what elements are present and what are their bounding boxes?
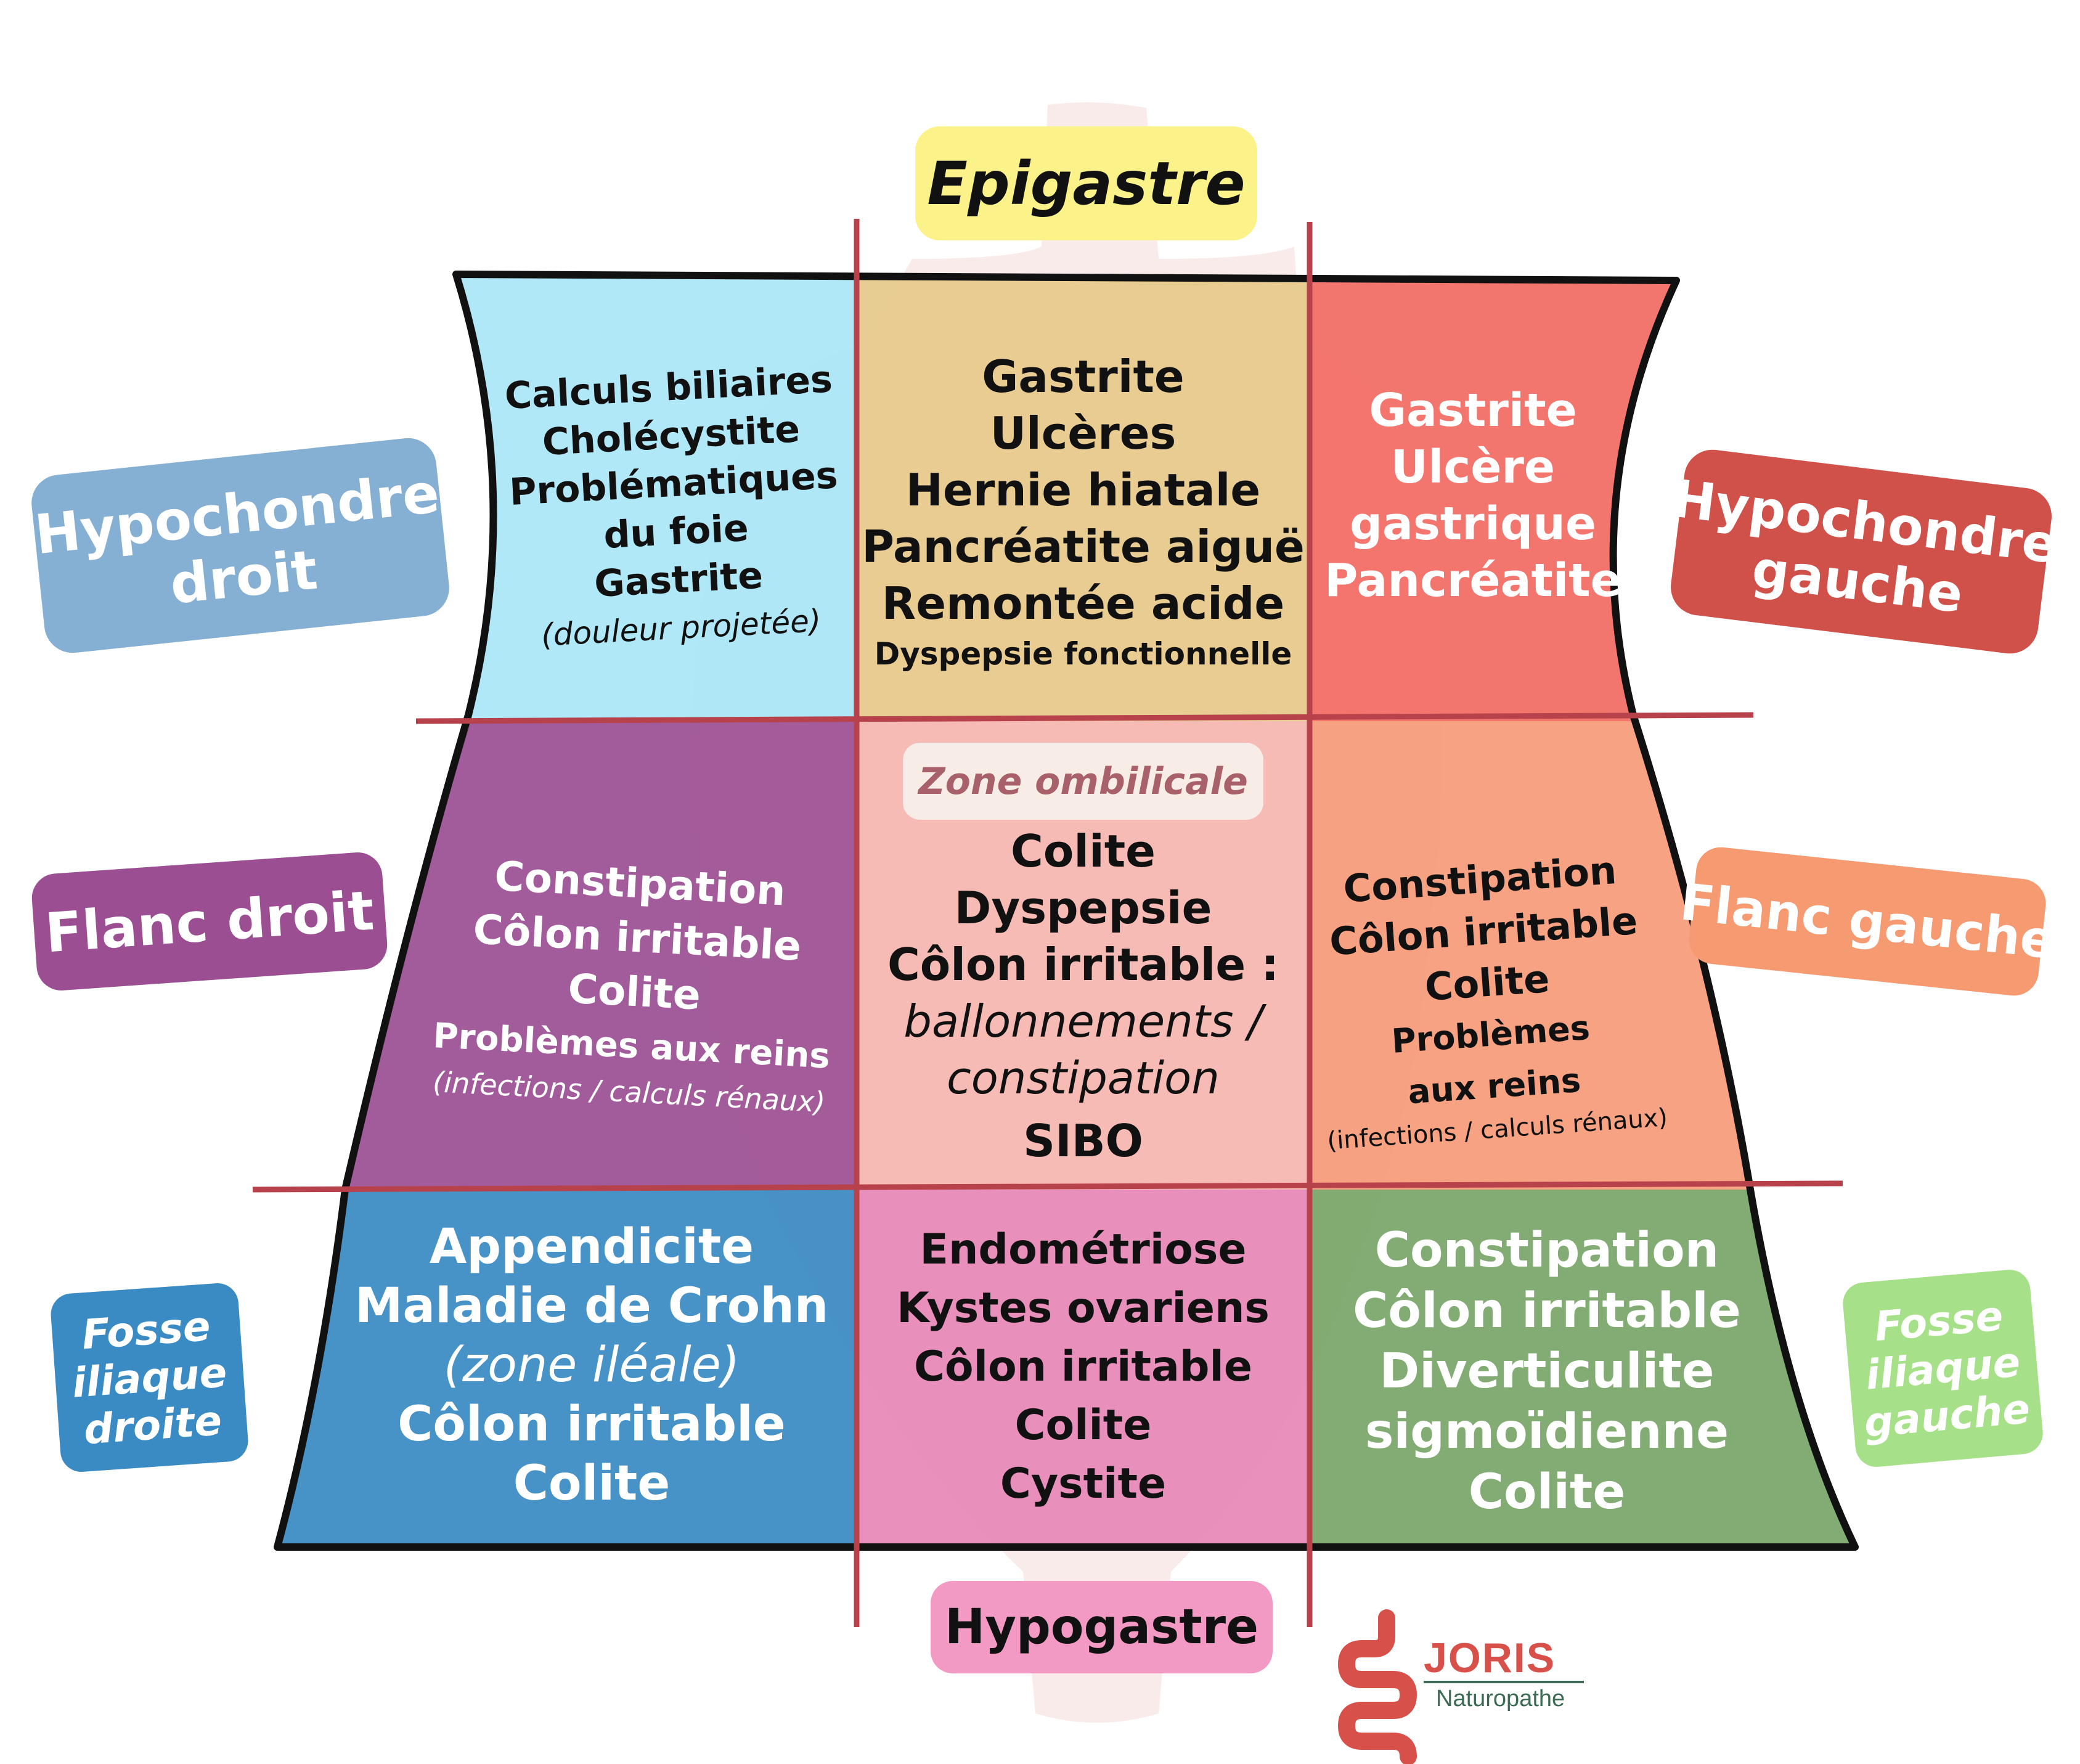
text-fod-2: Maladie de Crohn xyxy=(354,1278,829,1334)
label-zone-ombilicale: Zone ombilicale xyxy=(903,743,1263,820)
text-ep-3: Hernie hiatale xyxy=(905,464,1261,516)
label-hypogastre: Hypogastre xyxy=(931,1581,1273,1673)
text-fg-3: Colite xyxy=(1423,956,1551,1010)
text-epigastre: Gastrite Ulcères Hernie hiatale Pancréat… xyxy=(860,348,1307,676)
text-hy-4: Colite xyxy=(1014,1401,1152,1450)
text-fog-3: Diverticulite xyxy=(1379,1344,1715,1399)
text-om-4: ballonnements / xyxy=(903,995,1263,1047)
text-hg-2: Ulcère xyxy=(1390,441,1556,494)
region-hypogastre xyxy=(857,1190,1310,1547)
text-ep-5: Remontée acide xyxy=(881,578,1285,629)
text-flanc-droit: Constipation Côlon irritable Colite Prob… xyxy=(419,846,851,1121)
region-epigastre xyxy=(857,274,1310,721)
text-fod-4: Côlon irritable xyxy=(398,1397,786,1452)
label-fosse-droite-line3: droite xyxy=(82,1396,224,1454)
text-ombilicale: Colite Dyspepsie Côlon irritable : ballo… xyxy=(860,823,1307,1169)
text-fd-3: Colite xyxy=(566,965,702,1019)
body-outline xyxy=(274,271,1859,1551)
text-fog-2: Côlon irritable xyxy=(1353,1283,1741,1339)
intestine-icon xyxy=(1337,1609,1417,1764)
text-fosse-gauche: Constipation Côlon irritable Diverticuli… xyxy=(1316,1220,1778,1522)
label-fosse-droite-line1: Fosse xyxy=(80,1302,212,1358)
text-hd-5: Gastrite xyxy=(593,553,764,606)
grid-line-horizontal-bottom xyxy=(252,1180,1843,1193)
text-hy-2: Kystes ovariens xyxy=(897,1284,1270,1333)
text-ep-2: Ulcères xyxy=(990,407,1177,459)
label-fosse-iliaque-droite: Fosse iliaque droite xyxy=(49,1281,250,1474)
label-flanc-droit-text: Flanc droit xyxy=(43,878,377,965)
text-hg-4: Pancréatite xyxy=(1324,554,1621,607)
text-flanc-gauche: Constipation Côlon irritable Colite Prob… xyxy=(1306,842,1671,1159)
text-hypogastre: Endométriose Kystes ovariens Côlon irrit… xyxy=(860,1220,1307,1513)
text-fog-1: Constipation xyxy=(1374,1223,1719,1278)
text-hypochondre-droit: Calculs biliaires Cholécystite Problémat… xyxy=(498,355,852,661)
grid-line-horizontal-top xyxy=(415,712,1754,724)
text-hy-3: Côlon irritable xyxy=(914,1342,1252,1391)
text-hd-4: du foie xyxy=(602,506,750,558)
text-hg-1: Gastrite xyxy=(1369,384,1577,437)
text-om-5: constipation xyxy=(947,1052,1220,1104)
label-fosse-iliaque-gauche: Fosse iliaque gauche xyxy=(1841,1268,2045,1469)
text-fosse-droite: Appendicite Maladie de Crohn (zone iléal… xyxy=(345,1217,838,1513)
text-fog-5: Colite xyxy=(1468,1464,1626,1520)
text-om-2: Dyspepsie xyxy=(954,882,1212,934)
text-om-1: Colite xyxy=(1011,825,1156,877)
text-fod-3: (zone iléale) xyxy=(443,1337,740,1393)
text-fod-5: Colite xyxy=(513,1456,671,1511)
label-flanc-gauche-text: Flanc gauche xyxy=(1677,872,2058,971)
logo-underline xyxy=(1424,1681,1584,1683)
label-epigastre: Epigastre xyxy=(915,126,1257,240)
text-ep-4: Pancréatite aiguë xyxy=(862,521,1305,573)
label-zone-ombilicale-text: Zone ombilicale xyxy=(918,759,1248,803)
region-fosse-droite xyxy=(277,1190,857,1547)
text-ep-note: Dyspepsie fonctionnelle xyxy=(874,636,1292,672)
logo: JORIS Naturopathe xyxy=(1424,1636,1609,1717)
text-ep-1: Gastrite xyxy=(982,351,1185,402)
label-epigastre-text: Epigastre xyxy=(927,149,1246,218)
label-flanc-droit: Flanc droit xyxy=(30,851,389,992)
text-fog-4: sigmoïdienne xyxy=(1364,1404,1729,1460)
text-om-6: SIBO xyxy=(1023,1115,1143,1167)
logo-name: JORIS xyxy=(1424,1635,1556,1681)
text-hy-5: Cystite xyxy=(1000,1460,1167,1508)
logo-subtitle: Naturopathe xyxy=(1436,1686,1565,1712)
label-hypogastre-text: Hypogastre xyxy=(944,1599,1259,1655)
text-hg-3: gastrique xyxy=(1349,497,1597,550)
text-om-3: Côlon irritable : xyxy=(887,939,1279,990)
text-fod-1: Appendicite xyxy=(429,1219,754,1275)
text-hy-1: Endométriose xyxy=(920,1225,1247,1274)
text-hypochondre-gauche: Gastrite Ulcère gastrique Pancréatite xyxy=(1313,382,1633,609)
